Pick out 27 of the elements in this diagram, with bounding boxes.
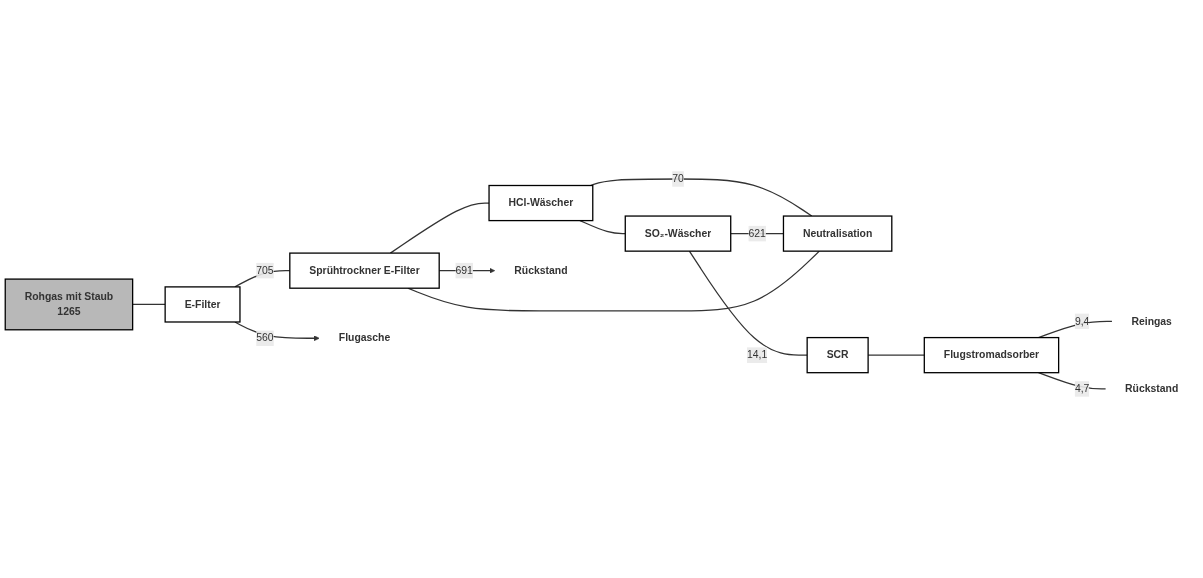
- node-box: Sprühtrockner E-Filter: [289, 252, 440, 289]
- node-text: Flugasche: [338, 332, 391, 344]
- connector: [1037, 372, 1107, 390]
- node-box: E-Filter: [164, 286, 241, 323]
- node-box: Flugstromadsorber: [923, 337, 1060, 374]
- edge-label: 9,4: [1074, 315, 1090, 327]
- node-box: SCR: [806, 337, 869, 374]
- node-box: Rohgas mit Staub 1265: [4, 278, 134, 331]
- edge-label: 4,7: [1074, 383, 1090, 395]
- node-text: Reingas: [1131, 315, 1172, 327]
- arrow: [234, 321, 320, 342]
- node-box: HCl-Wäscher: [488, 185, 594, 222]
- connector: [589, 178, 813, 217]
- edge-label: 621: [748, 227, 766, 239]
- edge-label: 691: [455, 264, 473, 276]
- connector: [389, 202, 490, 254]
- node-box: SO₂-Wäscher: [624, 215, 732, 252]
- connector: [132, 303, 166, 306]
- edge-label: 705: [256, 264, 274, 276]
- edge-label: 70: [672, 173, 684, 185]
- node-text: Rückstand: [1125, 383, 1179, 395]
- connector: [688, 250, 808, 356]
- edge-label: 14,1: [746, 349, 768, 361]
- connector: [579, 220, 626, 235]
- edge-label: 560: [256, 332, 274, 344]
- node-box: Neutralisation: [782, 215, 893, 252]
- node-text: Rückstand: [514, 264, 568, 276]
